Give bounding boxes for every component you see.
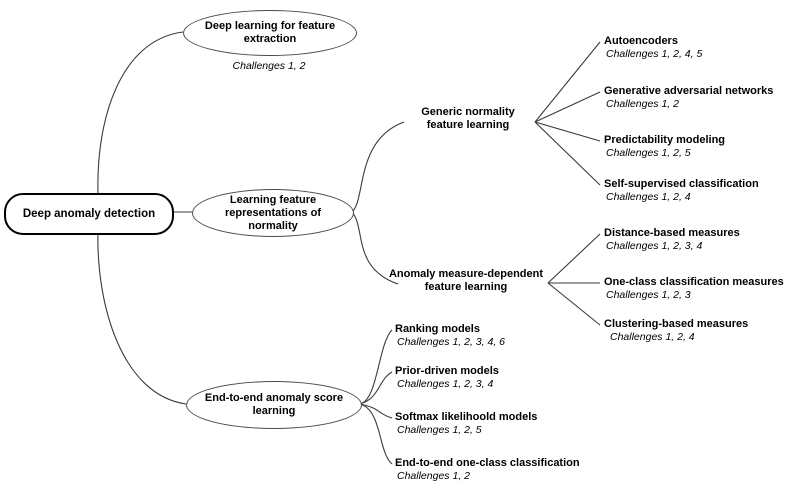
leaf-label: Self-supervised classification <box>604 178 759 190</box>
edge-root-to-deep-learning <box>97 31 184 194</box>
edge-generic-to-predictability <box>534 121 601 142</box>
root-label: Deep anomaly detection <box>22 207 156 220</box>
leaf-challenges: Challenges 1, 2, 5 <box>397 424 482 436</box>
edge-generic-to-self-supervised <box>534 121 601 186</box>
node-deep-learning-for-feature-extraction[interactable]: Deep learning for feature extraction <box>183 10 357 56</box>
leaf-challenges: Challenges 1, 2, 4 <box>606 191 691 203</box>
edge-anomaly-to-distance <box>547 233 601 284</box>
leaf-label: End-to-end one-class classification <box>395 457 580 469</box>
node-label: Learning feature representations of norm… <box>225 193 321 232</box>
leaf-challenges: Challenges 1, 2, 4 <box>610 331 695 343</box>
node-label: Generic normality feature learning <box>421 106 515 131</box>
challenges-deep-learning-for-feature-extraction: Challenges 1, 2 <box>232 60 306 72</box>
leaf-softmax-likelihoold-models[interactable]: Softmax likelihoold models Challenges 1,… <box>395 411 537 437</box>
leaf-generative-adversarial-networks[interactable]: Generative adversarial networks Challeng… <box>604 85 773 111</box>
leaf-label: One-class classification measures <box>604 276 784 288</box>
node-generic-normality-feature-learning[interactable]: Generic normality feature learning <box>398 106 538 132</box>
node-end-to-end-anomaly-score-learning[interactable]: End-to-end anomaly score learning <box>186 381 362 429</box>
leaf-challenges: Challenges 1, 2, 3, 4 <box>606 240 703 252</box>
edge-root-to-end-to-end <box>97 230 187 405</box>
leaf-one-class-classification-measures[interactable]: One-class classification measures Challe… <box>604 276 784 302</box>
edge-endtoend-to-softmax <box>359 403 393 419</box>
leaf-end-to-end-one-class-classification[interactable]: End-to-end one-class classification Chal… <box>395 457 580 483</box>
edge-generic-to-gan <box>534 91 601 123</box>
leaf-challenges: Challenges 1, 2, 5 <box>606 147 691 159</box>
leaf-label: Generative adversarial networks <box>604 85 774 97</box>
leaf-challenges: Challenges 1, 2 <box>397 470 470 482</box>
leaf-label: Prior-driven models <box>395 365 499 377</box>
leaf-challenges: Challenges 1, 2 <box>606 98 679 110</box>
edge-endtoend-to-prior <box>359 371 393 405</box>
leaf-predictability-modeling[interactable]: Predictability modeling Challenges 1, 2,… <box>604 134 725 160</box>
leaf-label: Predictability modeling <box>604 134 726 146</box>
edge-anomaly-to-clustering <box>547 282 601 326</box>
leaf-label: Autoencoders <box>604 35 678 47</box>
node-anomaly-measure-dependent-feature-learning[interactable]: Anomaly measure-dependent feature learni… <box>384 268 548 294</box>
leaf-challenges: Challenges 1, 2, 3, 4 <box>397 378 494 390</box>
edge-endtoend-to-ranking <box>359 329 393 405</box>
leaf-ranking-models[interactable]: Ranking models Challenges 1, 2, 3, 4, 6 <box>395 323 505 349</box>
leaf-autoencoders[interactable]: Autoencoders Challenges 1, 2, 4, 5 <box>604 35 702 61</box>
leaf-label: Softmax likelihoold models <box>395 411 538 423</box>
node-label: Anomaly measure-dependent feature learni… <box>388 268 544 293</box>
leaf-distance-based-measures[interactable]: Distance-based measures Challenges 1, 2,… <box>604 227 740 253</box>
node-learning-feature-representations-of-normality[interactable]: Learning feature representations of norm… <box>192 189 354 237</box>
edge-endtoend-to-oneclass <box>359 403 393 465</box>
leaf-self-supervised-classification[interactable]: Self-supervised classification Challenge… <box>604 178 759 204</box>
node-label: End-to-end anomaly score learning <box>204 392 344 417</box>
edge-generic-to-autoencoders <box>534 41 601 123</box>
edge-learning-to-generic <box>351 121 405 213</box>
leaf-clustering-based-measures[interactable]: Clustering-based measures Challenges 1, … <box>604 318 748 344</box>
node-deep-anomaly-detection[interactable]: Deep anomaly detection <box>4 193 174 235</box>
leaf-challenges: Challenges 1, 2, 3, 4, 6 <box>397 336 505 348</box>
leaf-prior-driven-models[interactable]: Prior-driven models Challenges 1, 2, 3, … <box>395 365 499 391</box>
leaf-label: Clustering-based measures <box>604 318 749 330</box>
node-label: Deep learning for feature extraction <box>204 20 336 45</box>
leaf-label: Distance-based measures <box>604 227 740 239</box>
leaf-challenges: Challenges 1, 2, 3 <box>606 289 691 301</box>
leaf-challenges: Challenges 1, 2, 4, 5 <box>606 48 703 60</box>
leaf-label: Ranking models <box>395 323 480 335</box>
